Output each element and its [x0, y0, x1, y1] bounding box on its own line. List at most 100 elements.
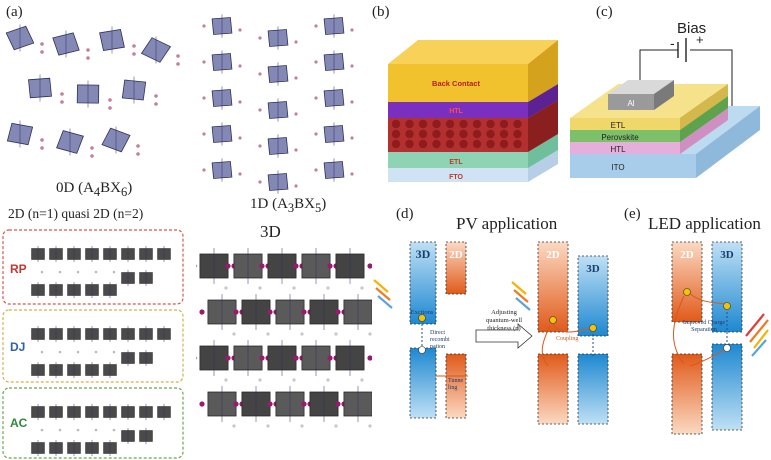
three-d-caption: 3D — [260, 222, 281, 241]
atom — [294, 184, 298, 188]
atom — [86, 56, 90, 60]
atom — [314, 168, 318, 172]
atom — [300, 332, 304, 336]
rp-label: RP — [10, 262, 27, 276]
atom — [445, 119, 455, 129]
atom — [136, 144, 140, 148]
bias-label: Bias — [677, 20, 707, 37]
coupling-label: Coupling — [556, 336, 578, 342]
atom — [334, 332, 338, 336]
atom — [108, 106, 112, 110]
ac-label: AC — [10, 416, 28, 430]
atom — [294, 40, 298, 44]
atom — [224, 286, 228, 290]
atom — [445, 139, 455, 149]
atom — [224, 378, 228, 382]
atom — [293, 355, 299, 361]
atom — [314, 60, 318, 64]
atom — [293, 263, 299, 269]
atom — [367, 355, 372, 361]
atom — [432, 129, 441, 139]
atom — [58, 270, 62, 274]
excitons-label: Excitons — [411, 309, 434, 316]
atom — [486, 129, 495, 139]
panel-b-label: (b) — [372, 4, 390, 20]
atom — [513, 129, 522, 139]
atom — [486, 119, 495, 129]
atom — [266, 332, 270, 336]
atom — [258, 36, 262, 40]
ito-label: ITO — [611, 163, 624, 172]
atom — [196, 264, 197, 268]
atom — [76, 428, 80, 432]
atom — [199, 309, 205, 315]
atom — [233, 309, 239, 315]
ac-box — [2, 387, 184, 459]
atom — [238, 64, 242, 68]
atom — [418, 119, 428, 129]
atom — [132, 52, 136, 56]
atom — [112, 428, 116, 432]
two-d-header: 2D (n=1) quasi 2D (n=2) — [8, 206, 144, 221]
three-d-structure — [196, 248, 372, 428]
atom — [267, 401, 273, 407]
led-2d-label: 2D — [680, 249, 694, 261]
atom — [391, 129, 401, 139]
atom — [199, 401, 205, 407]
atom — [136, 152, 140, 156]
back-contact-label: Back Contact — [432, 79, 480, 88]
atom — [258, 378, 262, 382]
atom — [154, 94, 158, 98]
panel-e-label: (e) — [624, 206, 641, 222]
atom — [432, 139, 441, 149]
atom — [405, 129, 414, 139]
atom — [202, 132, 206, 136]
atom — [232, 332, 236, 336]
atom — [258, 286, 262, 290]
fto-label: FTO — [449, 174, 463, 181]
atom — [259, 263, 265, 269]
atom — [350, 136, 354, 140]
atom — [40, 350, 44, 354]
solar-cell-stack: Back Contact HTL ETL FTO — [388, 40, 558, 182]
atom — [238, 100, 242, 104]
bias-plus: + — [696, 32, 704, 47]
atom — [94, 270, 98, 274]
atom — [259, 355, 265, 361]
atom — [233, 401, 239, 407]
atom — [368, 424, 372, 428]
rp-box — [2, 229, 184, 305]
atom — [418, 129, 428, 139]
atom — [459, 119, 468, 129]
atom — [40, 50, 44, 54]
atom — [112, 350, 116, 354]
atom — [405, 139, 414, 149]
atom — [76, 350, 80, 354]
atom — [327, 263, 333, 269]
dj-box — [2, 309, 184, 383]
atom — [294, 76, 298, 80]
pv-3d-label: 3D — [416, 247, 431, 261]
atom — [499, 119, 509, 129]
perovskite-label: Perovskite — [601, 133, 639, 142]
atom — [258, 144, 262, 148]
atom — [472, 139, 482, 149]
atom — [391, 139, 401, 149]
zero-d-structure — [5, 24, 180, 158]
pv-2d-label: 2D — [449, 249, 463, 261]
atom — [314, 132, 318, 136]
al-label: Al — [627, 99, 634, 108]
panel-a-label: (a) — [6, 4, 23, 20]
atom — [238, 136, 242, 140]
two-d-phases — [2, 229, 184, 459]
atom — [202, 60, 206, 64]
atom — [40, 138, 44, 142]
atom — [76, 270, 80, 274]
atom — [154, 102, 158, 106]
pv-3d-right-label: 3D — [586, 263, 600, 275]
atom — [300, 424, 304, 428]
atom — [238, 172, 242, 176]
atom — [294, 148, 298, 152]
